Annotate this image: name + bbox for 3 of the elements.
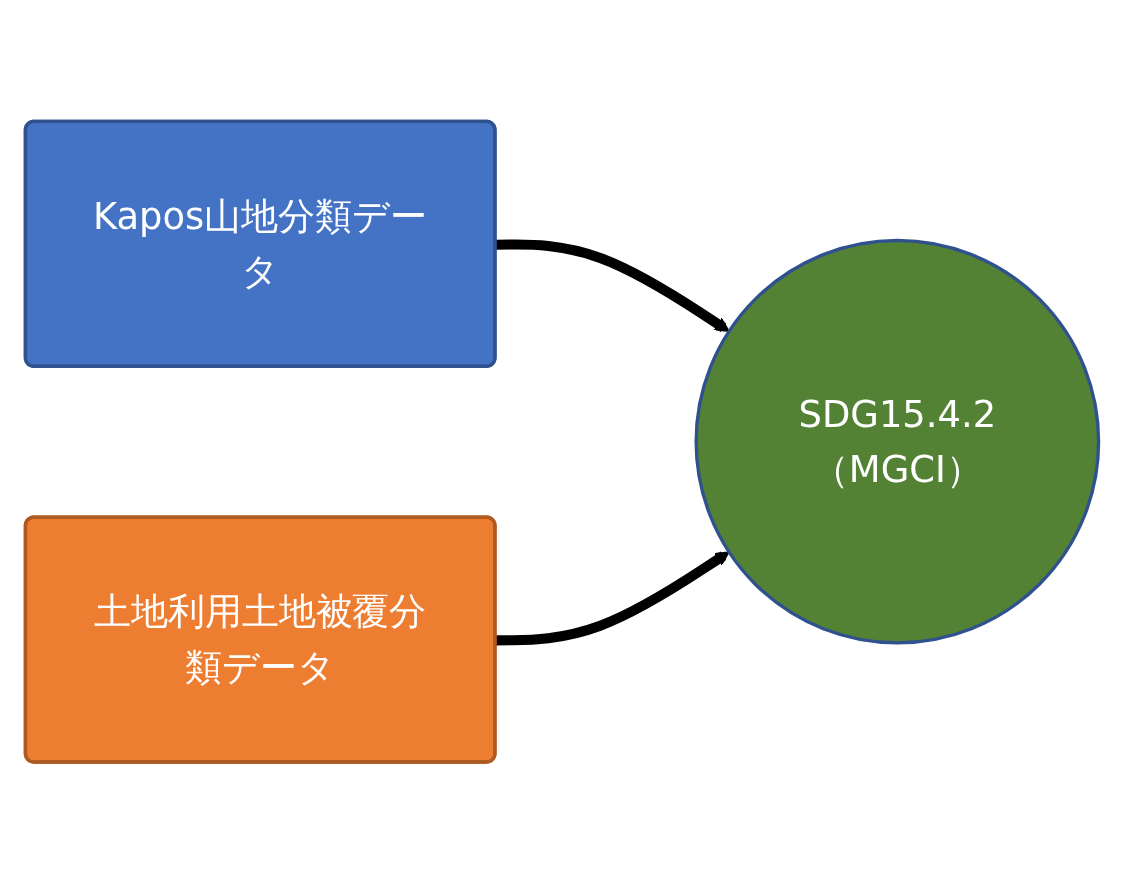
arrow [495, 239, 730, 332]
arrow [495, 551, 730, 646]
node-circle: SDG15.4.2（MGCI） [693, 238, 1100, 645]
